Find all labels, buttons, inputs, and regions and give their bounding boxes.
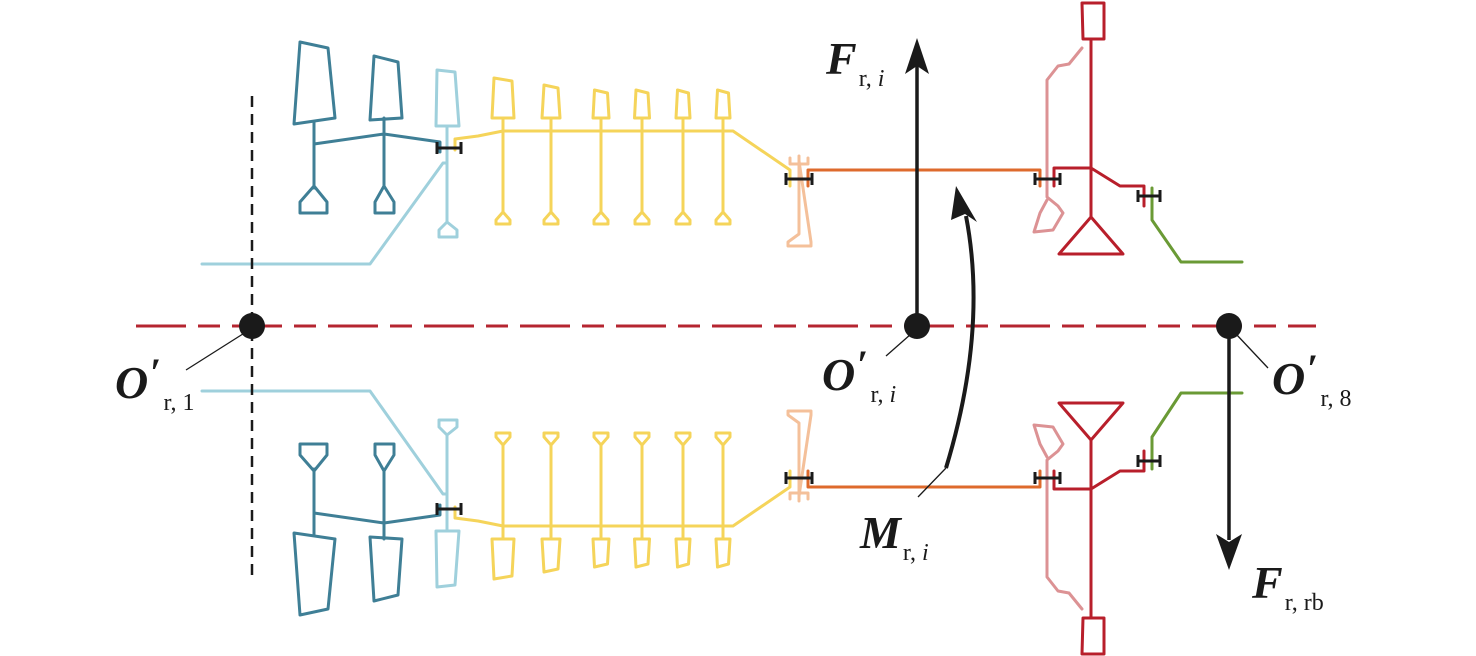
compressor-disk [633,116,651,226]
main-shaft-bottom [806,469,1042,489]
booster-blade-bottom [434,529,461,589]
compressor-blade [674,537,692,569]
booster-rotor-bottom [200,389,461,589]
compressor-blade [490,537,516,581]
booster-disk [437,220,459,239]
compressor-disk [633,431,651,541]
fan-hub-link-bottom [312,467,442,541]
leader-o-ri [885,333,912,357]
compressor-disk [494,116,512,226]
compressor-disk [494,431,512,541]
compressor-disk [592,116,610,226]
turbine-disk-top [1032,46,1084,234]
coupling-icon [1136,190,1162,202]
coupling-icon [435,503,463,515]
moment-arrow-m-ri [944,186,977,469]
rotor-bottom-half [200,389,1244,656]
turbine-blade-top [1080,1,1106,41]
force-arrow-f-rrb [1216,326,1242,570]
couplings [435,142,1162,515]
compressor-disk [714,431,732,541]
compressor-disk [542,116,560,226]
fan-blade-1-bottom [292,531,337,617]
label-f-ri: Fr, i [826,33,885,92]
compressor-blade [674,88,692,120]
compressor-disk [714,116,732,226]
force-arrow-f-ri [905,38,929,326]
compressor-exit-rotor-bottom [786,409,813,503]
booster-shaft [200,124,449,266]
compressor-blade [633,88,651,120]
rotor-top-half [200,1,1244,266]
label-o-r8: O′r, 8 [1272,346,1352,412]
coupling-icon [784,472,814,484]
exit-disk-bottom [786,409,813,498]
compressor-exit-rotor [786,154,813,248]
turbine-disk-top [1057,215,1125,256]
fan-disk-1-bottom [298,442,329,473]
compressor-drum [453,469,792,528]
coupling-icon [1136,455,1162,467]
coupling-icon [1033,173,1062,185]
turbine-disk-bottom [1057,401,1125,442]
turbine-rotor-top [1052,1,1146,256]
label-o-ri: O′r, i [822,342,897,408]
turbine-spoke-bottom [1052,438,1146,620]
compressor-blade [490,76,516,120]
turbine-spoke-top [1052,37,1146,219]
coupling-icon [784,173,814,185]
rear-shaft-bottom [1150,391,1244,471]
fan-disk-2 [373,184,396,215]
fan-rotor [292,40,442,215]
label-f-rrb: Fr, rb [1252,557,1324,616]
leader-o-r1 [185,331,247,371]
exit-teeth [788,154,810,166]
compressor-blade [540,537,562,574]
compressor-blade [714,88,732,120]
booster-disk-bottom [437,418,459,437]
compressor-disk [592,431,610,541]
label-m-ri: Mr, i [860,507,929,566]
fan-blade-1 [292,40,337,126]
compressor-blade [714,537,732,569]
rear-shaft-top [1150,186,1244,264]
arrowhead-curved-icon [951,186,977,222]
fan-hub-link [312,116,442,190]
main-shaft-top [806,168,1042,188]
turbine-disk-bottom [1032,423,1084,611]
compressor-blade [591,88,611,120]
coupling-icon [1033,472,1062,484]
exit-disk [786,159,813,248]
booster-blade [434,68,461,128]
exit-teeth-bottom [788,491,810,503]
compressor-blade [633,537,651,569]
arrowhead-up-icon [905,38,929,74]
fan-disk-1 [298,184,329,215]
coupling-icon [435,142,463,154]
compressor-blade [591,537,611,569]
booster-rotor [200,68,461,266]
compressor-drum [453,129,792,188]
fan-disk-2-bottom [373,442,396,473]
compressor-disk [674,431,692,541]
compressor-blade [540,83,562,120]
fan-rotor-bottom [292,442,442,617]
compressor-disk [674,116,692,226]
turbine-rotor-bottom [1052,401,1146,656]
compressor-disk [542,431,560,541]
label-o-r1: O′r, 1 [115,350,195,416]
fan-blade-2 [368,54,404,122]
point-o-r1 [239,313,265,339]
turbine-blade-bottom [1080,616,1106,656]
compressor-rotor [453,76,792,226]
compressor-rotor-bottom [453,431,792,581]
arrowhead-down-icon [1216,534,1242,570]
leader-m-ri [917,467,947,498]
fan-blade-2-bottom [368,535,404,603]
booster-shaft-bottom [200,389,449,533]
leader-o-r8 [1235,333,1269,369]
